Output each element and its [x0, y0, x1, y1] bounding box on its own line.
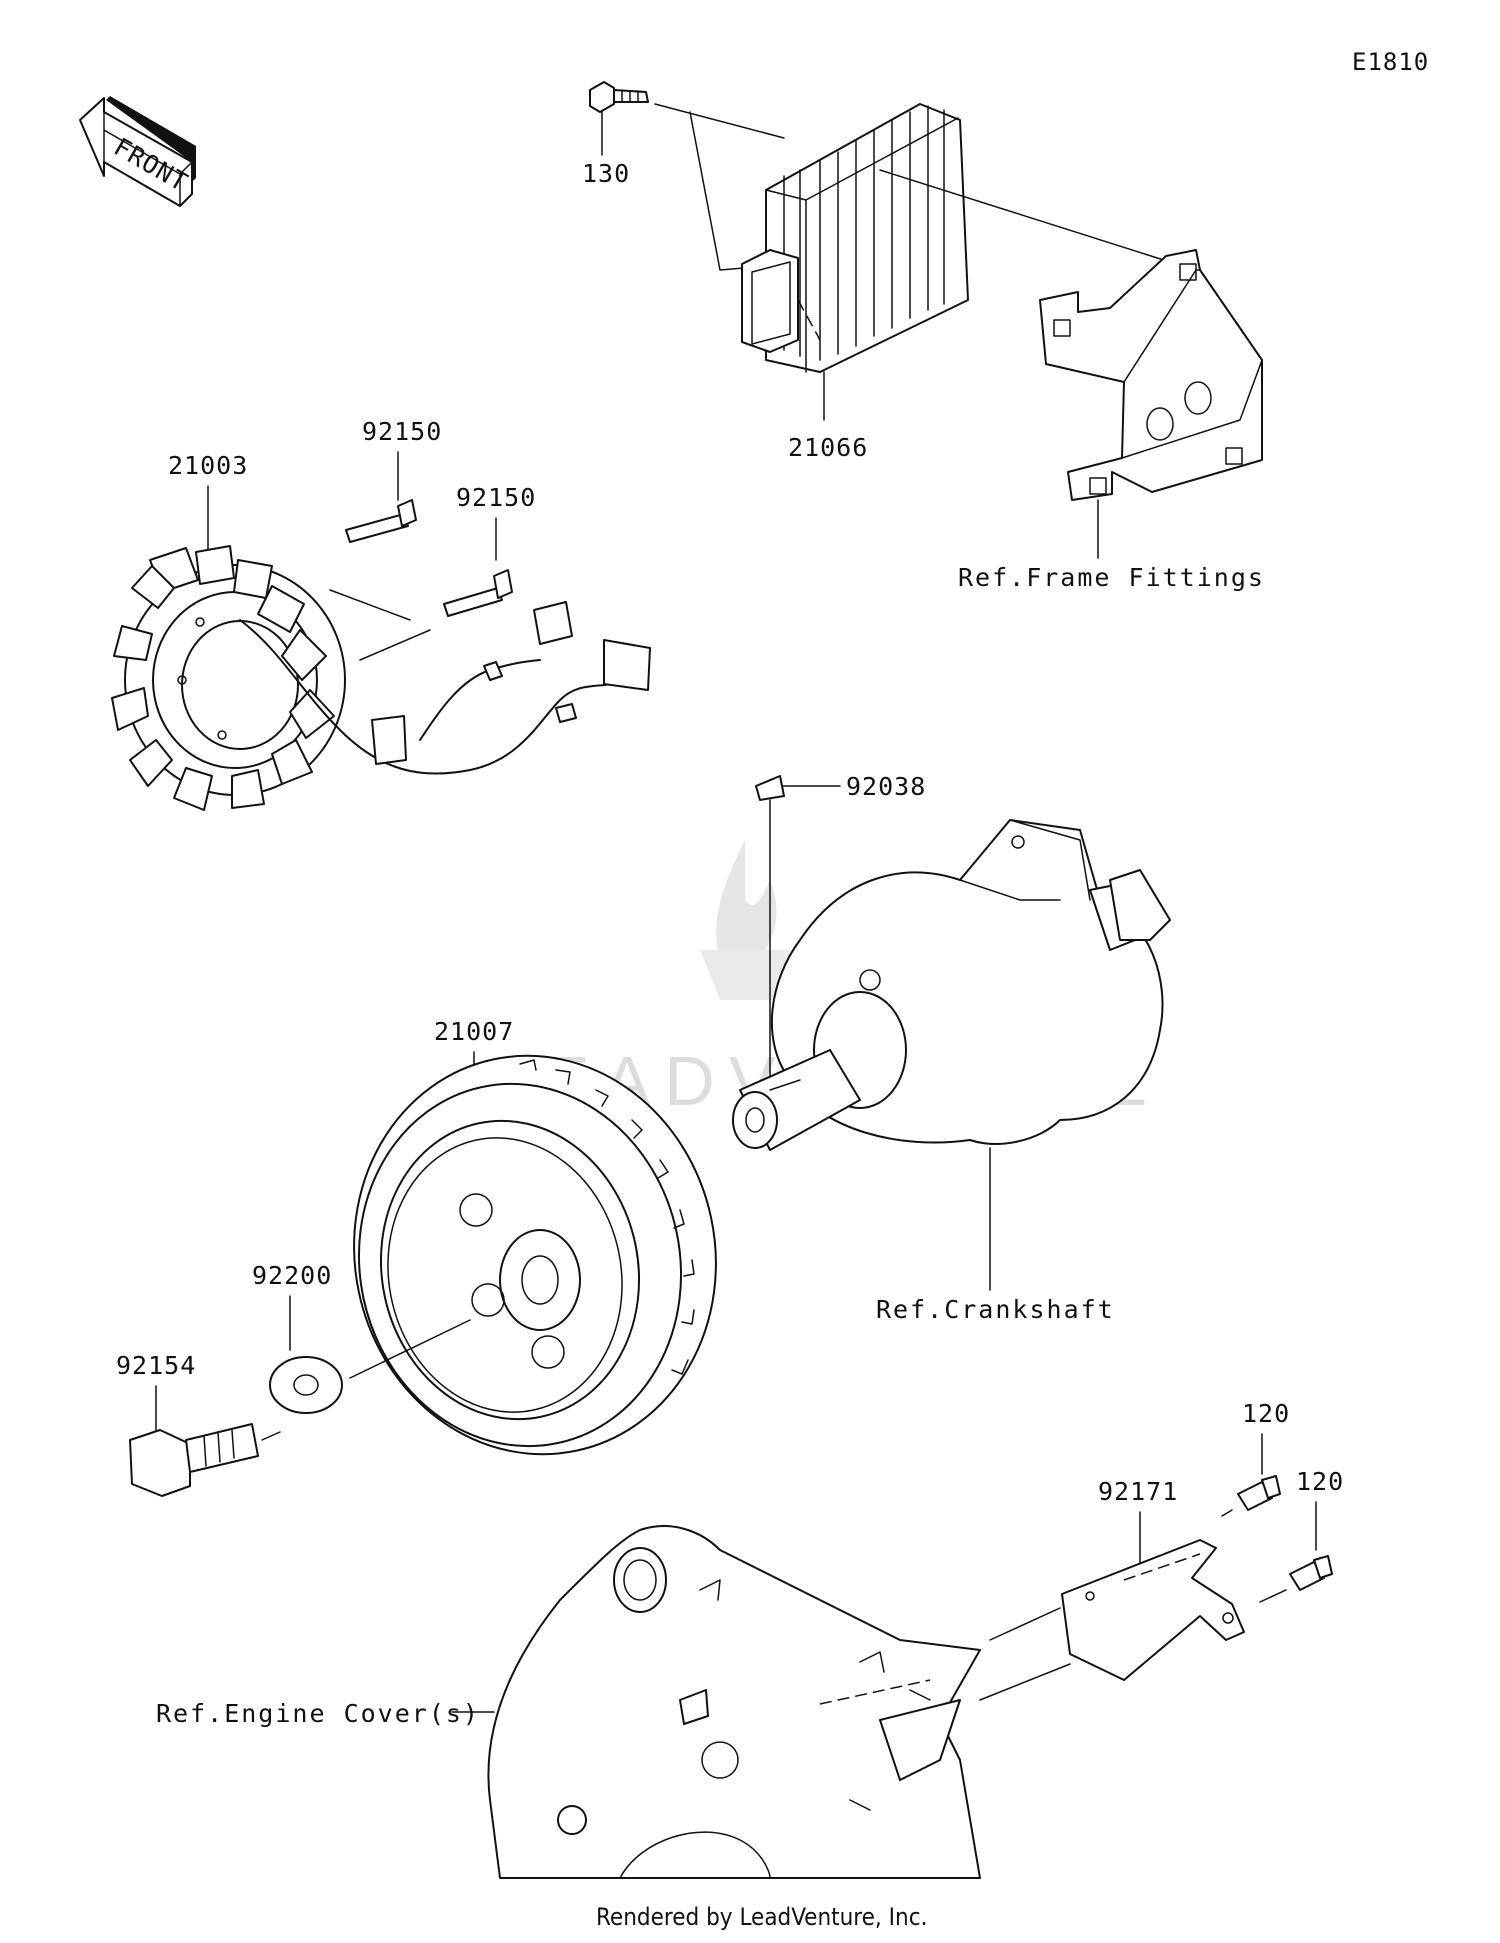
part-label-92150-upper: 92150: [362, 417, 442, 446]
part-label-120-lower: 120: [1296, 1467, 1344, 1496]
front-arrow-icon: FRONT: [79, 96, 196, 207]
part-label-21007: 21007: [434, 1017, 514, 1046]
ref-frame-fittings: Ref.Frame Fittings: [958, 563, 1265, 592]
frame-bracket-icon: [1039, 249, 1263, 559]
rotor-21007-icon: [353, 1054, 717, 1456]
part-label-21003: 21003: [168, 451, 248, 480]
crankshaft-icon: [732, 819, 1171, 1291]
washer-92200-icon: [269, 1319, 471, 1414]
screw-120-upper-icon: [1221, 1475, 1281, 1517]
key-92038-icon: [755, 775, 841, 801]
part-label-130: 130: [582, 159, 630, 188]
diagram-id: E1810: [1352, 48, 1429, 76]
regulator-21066-icon: [741, 103, 969, 421]
bolt-92150-lower-icon: [443, 569, 513, 617]
part-label-92150-lower: 92150: [456, 483, 536, 512]
ref-crankshaft: Ref.Crankshaft: [876, 1295, 1115, 1324]
part-label-92171: 92171: [1098, 1477, 1178, 1506]
stator-21003-icon: [111, 545, 651, 811]
part-label-92154: 92154: [116, 1351, 196, 1380]
part-label-92200: 92200: [252, 1261, 332, 1290]
screw-120-lower-icon: [1259, 1555, 1333, 1603]
ref-engine-cover: Ref.Engine Cover(s): [156, 1699, 480, 1728]
guard-92171-icon: [979, 1539, 1245, 1701]
part-label-120-upper: 120: [1242, 1399, 1290, 1428]
footer-credit: Rendered by LeadVenture, Inc.: [596, 1903, 927, 1931]
part-label-21066: 21066: [788, 433, 868, 462]
bolt-130-icon: [589, 81, 649, 156]
part-label-92038: 92038: [846, 772, 926, 801]
bolt-92150-upper-icon: [345, 499, 417, 543]
engine-cover-icon: [487, 1525, 981, 1879]
bolt-92154-icon: [129, 1423, 281, 1497]
